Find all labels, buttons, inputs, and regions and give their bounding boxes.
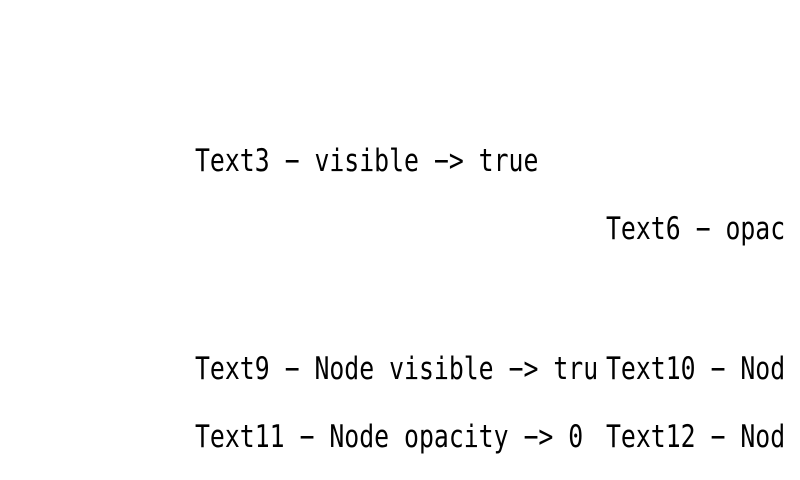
text3-label: Text3 − visible −> true [195, 143, 539, 179]
text11-label: Text11 − Node opacity −> 0 [195, 419, 584, 455]
text9-label: Text9 − Node visible −> tru [195, 351, 599, 387]
text12-label: Text12 − Nod [606, 419, 786, 455]
text10-label: Text10 − Nod [606, 351, 786, 387]
text6-label: Text6 − opac [606, 211, 786, 247]
